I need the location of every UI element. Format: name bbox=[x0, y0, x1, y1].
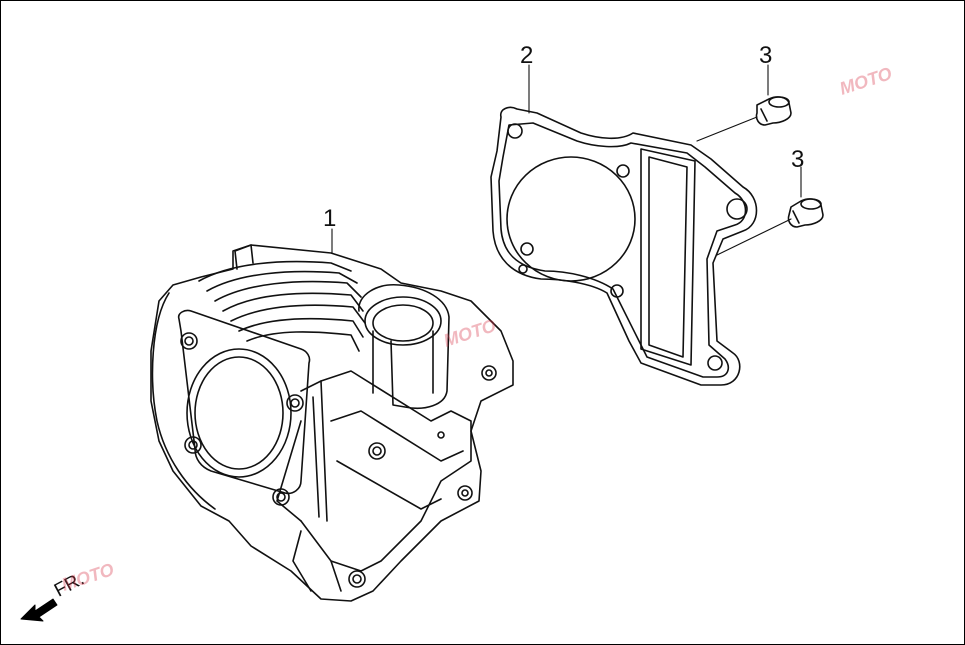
cylinder-gasket-part bbox=[490, 106, 758, 386]
callout-1-label: 1 bbox=[323, 205, 337, 232]
leader-lines bbox=[331, 64, 802, 256]
callout-2-label: 2 bbox=[520, 42, 534, 69]
callout-3-lower-label: 3 bbox=[791, 146, 805, 173]
dowel-pin-upper bbox=[755, 96, 792, 126]
callout-3-upper-label: 3 bbox=[759, 42, 773, 69]
dowel-pin-lower bbox=[787, 198, 824, 228]
front-arrow-icon bbox=[20, 598, 58, 622]
cylinder-part bbox=[150, 244, 514, 602]
